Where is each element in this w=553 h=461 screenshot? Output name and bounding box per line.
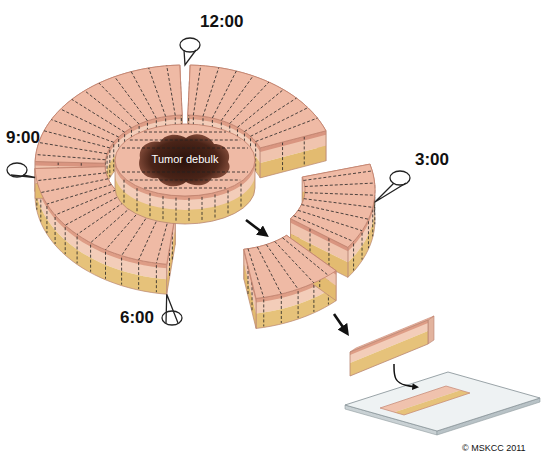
- section-line: [304, 136, 305, 166]
- section-line: [305, 193, 375, 196]
- section-line: [44, 131, 110, 148]
- tissue-face: [394, 390, 470, 415]
- tissue-face: [291, 164, 375, 247]
- section-line: [109, 150, 110, 177]
- clock-label: 3:00: [415, 150, 449, 170]
- copyright-note: © MSKCC 2011: [462, 443, 526, 453]
- section-line: [251, 108, 308, 137]
- section-line: [46, 206, 47, 233]
- tissue-strip: [350, 316, 434, 376]
- section-line: [248, 249, 264, 298]
- section-line: [372, 209, 373, 236]
- arrow: [334, 314, 347, 333]
- section-line: [65, 227, 66, 254]
- tissue-face: [244, 235, 336, 298]
- tissue-face: [428, 316, 434, 344]
- section-line: [248, 266, 249, 296]
- section-line: [353, 244, 354, 271]
- section-line: [362, 233, 363, 260]
- node-text: Tumor debulk: [152, 153, 219, 166]
- section-line: [90, 245, 91, 272]
- clock-label: 9:00: [6, 128, 40, 148]
- section-line: [72, 99, 125, 132]
- suture: [375, 171, 410, 202]
- section-line: [167, 66, 176, 116]
- disc-shape: [110, 120, 260, 240]
- section-line: [105, 252, 106, 279]
- section-line: [263, 299, 264, 326]
- section-line: [77, 236, 78, 263]
- section-line: [55, 217, 56, 244]
- section-line: [39, 143, 107, 154]
- section-line: [55, 190, 116, 215]
- tissue-face: [260, 146, 326, 178]
- arrow: [246, 220, 266, 235]
- section-line: [368, 221, 369, 248]
- suture: [180, 38, 200, 65]
- section-line: [266, 245, 298, 290]
- margin-segment: [244, 235, 336, 328]
- section-line: [149, 68, 166, 117]
- section-line: [37, 173, 106, 181]
- section-line: [203, 68, 219, 117]
- section-line: [115, 77, 148, 121]
- section-line: [252, 282, 253, 312]
- section-line: [294, 216, 354, 242]
- section-line: [221, 76, 253, 121]
- section-line: [298, 291, 299, 318]
- tumor-disc: Tumor debulk: [110, 120, 260, 240]
- section-line: [36, 155, 106, 160]
- section-line: [313, 285, 314, 312]
- section-line: [298, 210, 362, 230]
- tissue-face: [345, 372, 540, 431]
- tissue-face: [380, 386, 470, 415]
- section-line: [212, 71, 236, 118]
- section-line: [113, 144, 114, 171]
- section-line: [304, 171, 373, 181]
- section-line: [304, 199, 373, 208]
- suture: [162, 294, 182, 325]
- section-line: [156, 265, 157, 292]
- section-line: [237, 90, 283, 128]
- tissue-face: [350, 320, 428, 355]
- section-line: [305, 183, 375, 186]
- section-line: [41, 179, 108, 193]
- section-line: [256, 118, 318, 141]
- section-line: [65, 195, 121, 225]
- suture: [7, 163, 35, 178]
- section-line: [302, 205, 369, 220]
- tissue-face: [350, 320, 428, 376]
- clock-label: 6:00: [120, 308, 154, 328]
- section-line: [328, 238, 329, 268]
- section-line: [138, 262, 139, 289]
- section-line: [47, 185, 111, 205]
- arrow: [394, 364, 417, 387]
- section-line: [193, 66, 200, 116]
- clock-label: 12:00: [200, 12, 243, 32]
- section-line: [257, 247, 281, 294]
- section-line: [275, 241, 314, 282]
- glass-slide: [345, 372, 540, 435]
- section-line: [282, 142, 283, 172]
- section-line: [99, 83, 139, 124]
- section-line: [121, 258, 122, 285]
- section-line: [281, 296, 282, 323]
- section-line: [51, 120, 113, 143]
